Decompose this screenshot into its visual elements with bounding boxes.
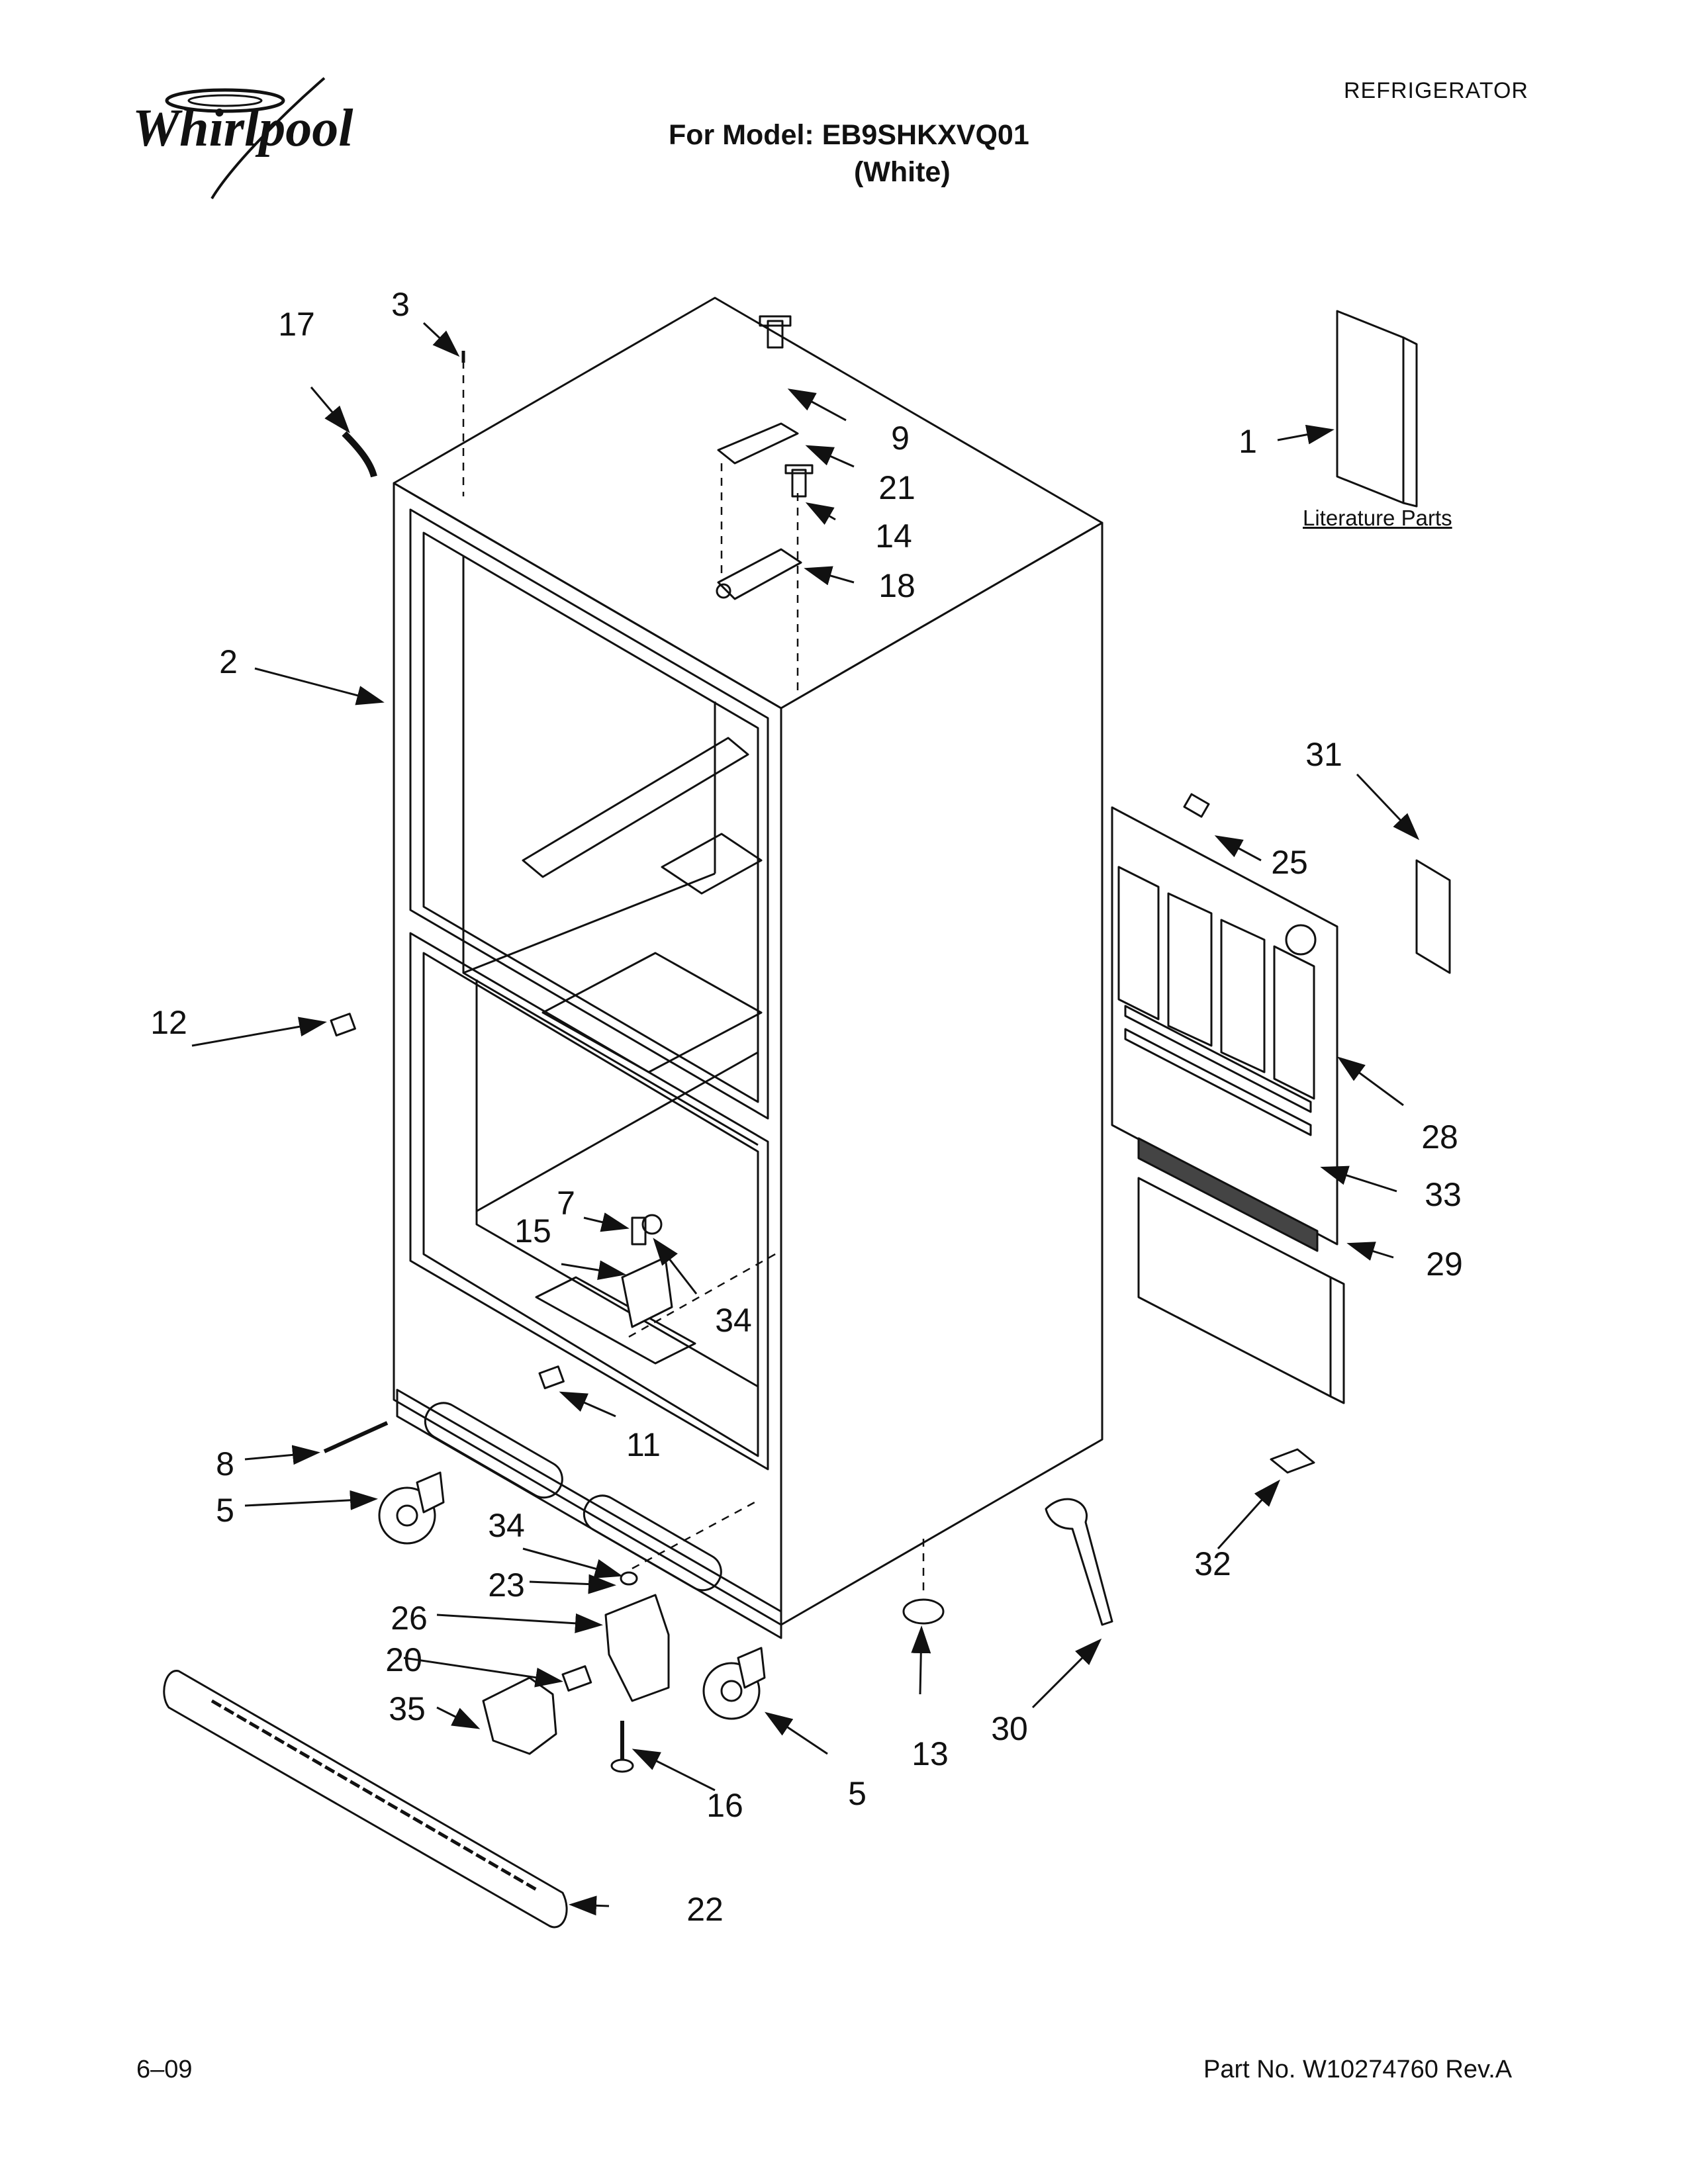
callout-18: 18	[878, 567, 915, 604]
callout-12: 12	[150, 1004, 187, 1041]
callout-7: 7	[557, 1185, 575, 1222]
whirlpool-logo: Whirlpool	[126, 73, 404, 205]
top-hinge-assembly	[716, 315, 814, 600]
rear-caster	[702, 1647, 766, 1720]
callout-32: 32	[1194, 1545, 1231, 1582]
callout-21: 21	[878, 469, 915, 506]
callout-31: 31	[1305, 736, 1342, 773]
callout-26: 26	[391, 1600, 428, 1637]
brand-text: Whirlpool	[132, 99, 353, 158]
callout-23: 23	[488, 1567, 525, 1604]
callout-33: 33	[1425, 1176, 1462, 1213]
category-label: REFRIGERATOR	[1344, 78, 1528, 103]
callout-35: 35	[389, 1690, 426, 1727]
callout-5b: 5	[848, 1775, 867, 1812]
front-caster	[378, 1471, 445, 1545]
cabinet	[393, 296, 1103, 1639]
callout-8: 8	[216, 1445, 234, 1482]
callout-9: 9	[891, 420, 910, 457]
callout-28: 28	[1421, 1118, 1458, 1156]
callout-22: 22	[686, 1891, 724, 1928]
model-color: (White)	[854, 156, 951, 188]
callout-20: 20	[385, 1641, 422, 1678]
callout-25: 25	[1271, 844, 1308, 881]
callout-30: 30	[991, 1710, 1028, 1747]
callout-11: 11	[626, 1426, 661, 1463]
model-title: For Model: EB9SHKXVQ01	[669, 119, 1029, 151]
callout-29: 29	[1426, 1246, 1463, 1283]
toe-grille	[163, 1670, 568, 1929]
literature-book	[1336, 310, 1418, 508]
callout-13: 13	[912, 1735, 949, 1772]
callout-5a: 5	[216, 1492, 234, 1529]
callout-17: 17	[278, 306, 315, 343]
callout-15: 15	[514, 1212, 551, 1250]
callout-2: 2	[219, 643, 238, 680]
callout-1: 1	[1239, 423, 1257, 460]
revision-date: 6–09	[136, 2056, 193, 2083]
callout-14: 14	[875, 518, 912, 555]
part-number: Part No. W10274760 Rev.A	[1203, 2056, 1513, 2083]
callout-16: 16	[706, 1787, 743, 1824]
rear-grille-panel	[1111, 793, 1345, 1404]
literature-parts-label: Literature Parts	[1303, 506, 1452, 530]
callout-34b: 34	[488, 1507, 525, 1544]
callout-34a: 34	[715, 1302, 752, 1339]
callout-3: 3	[391, 286, 410, 323]
